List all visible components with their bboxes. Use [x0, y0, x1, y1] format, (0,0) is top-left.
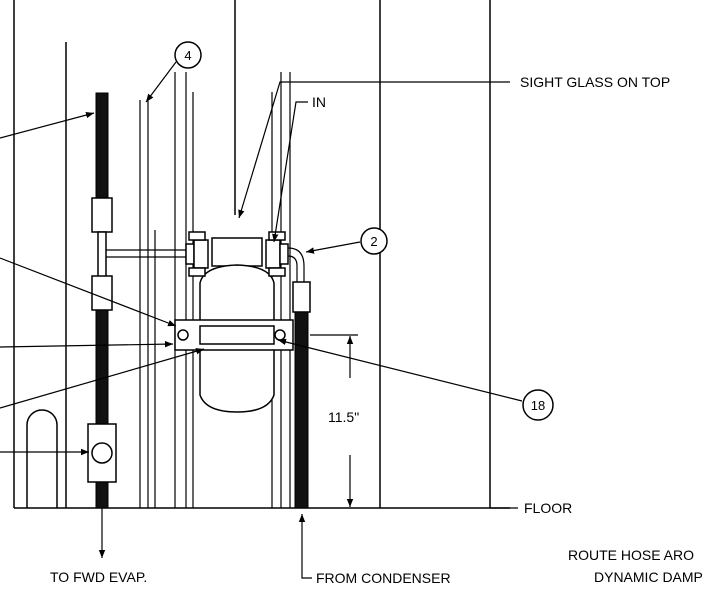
outlet-tube [287, 247, 305, 282]
label-route-hose-2: DYNAMIC DAMP [594, 569, 703, 585]
svg-text:18: 18 [531, 398, 545, 413]
svg-text:2: 2 [370, 234, 377, 249]
leader-lines [0, 61, 523, 509]
label-to-fwd-evap: TO FWD EVAP. [50, 569, 147, 585]
callout-18: 18 [522, 389, 554, 421]
label-from-condenser: FROM CONDENSER [316, 570, 451, 586]
svg-text:4: 4 [184, 48, 191, 63]
callout-4: 4 [174, 41, 202, 69]
label-dimension: 11.5" [328, 409, 359, 425]
dimension-11-5 [310, 334, 358, 507]
left-hose-assembly [87, 92, 117, 509]
frame-lines [13, 0, 491, 508]
label-in: IN [312, 94, 326, 110]
from-condenser-arrow [298, 514, 312, 579]
label-route-hose-1: ROUTE HOSE ARO [568, 547, 694, 563]
horizontal-tube [106, 249, 188, 258]
label-floor: FLOOR [524, 500, 572, 516]
right-hose-assembly [292, 281, 311, 509]
arch-cutout [26, 409, 58, 508]
callout-2: 2 [360, 227, 388, 255]
mounting-bracket [174, 319, 294, 351]
label-sight-glass: SIGHT GLASS ON TOP [520, 74, 670, 90]
